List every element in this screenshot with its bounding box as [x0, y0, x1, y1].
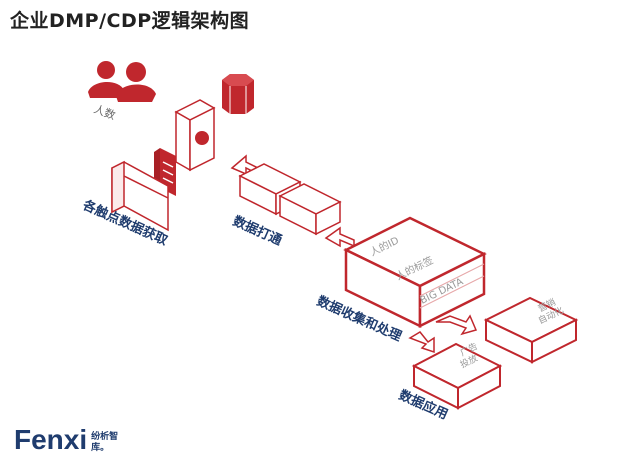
marketing-automation-box	[483, 296, 579, 364]
server-box-icon	[174, 99, 216, 172]
arrow-icon	[408, 314, 478, 354]
logo-word: Fenxi	[14, 424, 88, 455]
brand-logo: Fenxi 纷析智库。	[14, 426, 121, 454]
arrow-icon	[324, 226, 355, 248]
logo-subtitle: 纷析智库。	[91, 432, 119, 453]
database-icon	[222, 74, 254, 114]
screen-icon	[111, 160, 169, 232]
people-label: 人数	[92, 103, 117, 123]
connect-box-bottom	[278, 183, 342, 236]
ad-delivery-box	[411, 342, 503, 410]
page-title: 企业DMP/CDP逻辑架构图	[10, 10, 250, 32]
connect-label: 数据打通	[230, 213, 284, 249]
people-icon	[88, 61, 156, 102]
